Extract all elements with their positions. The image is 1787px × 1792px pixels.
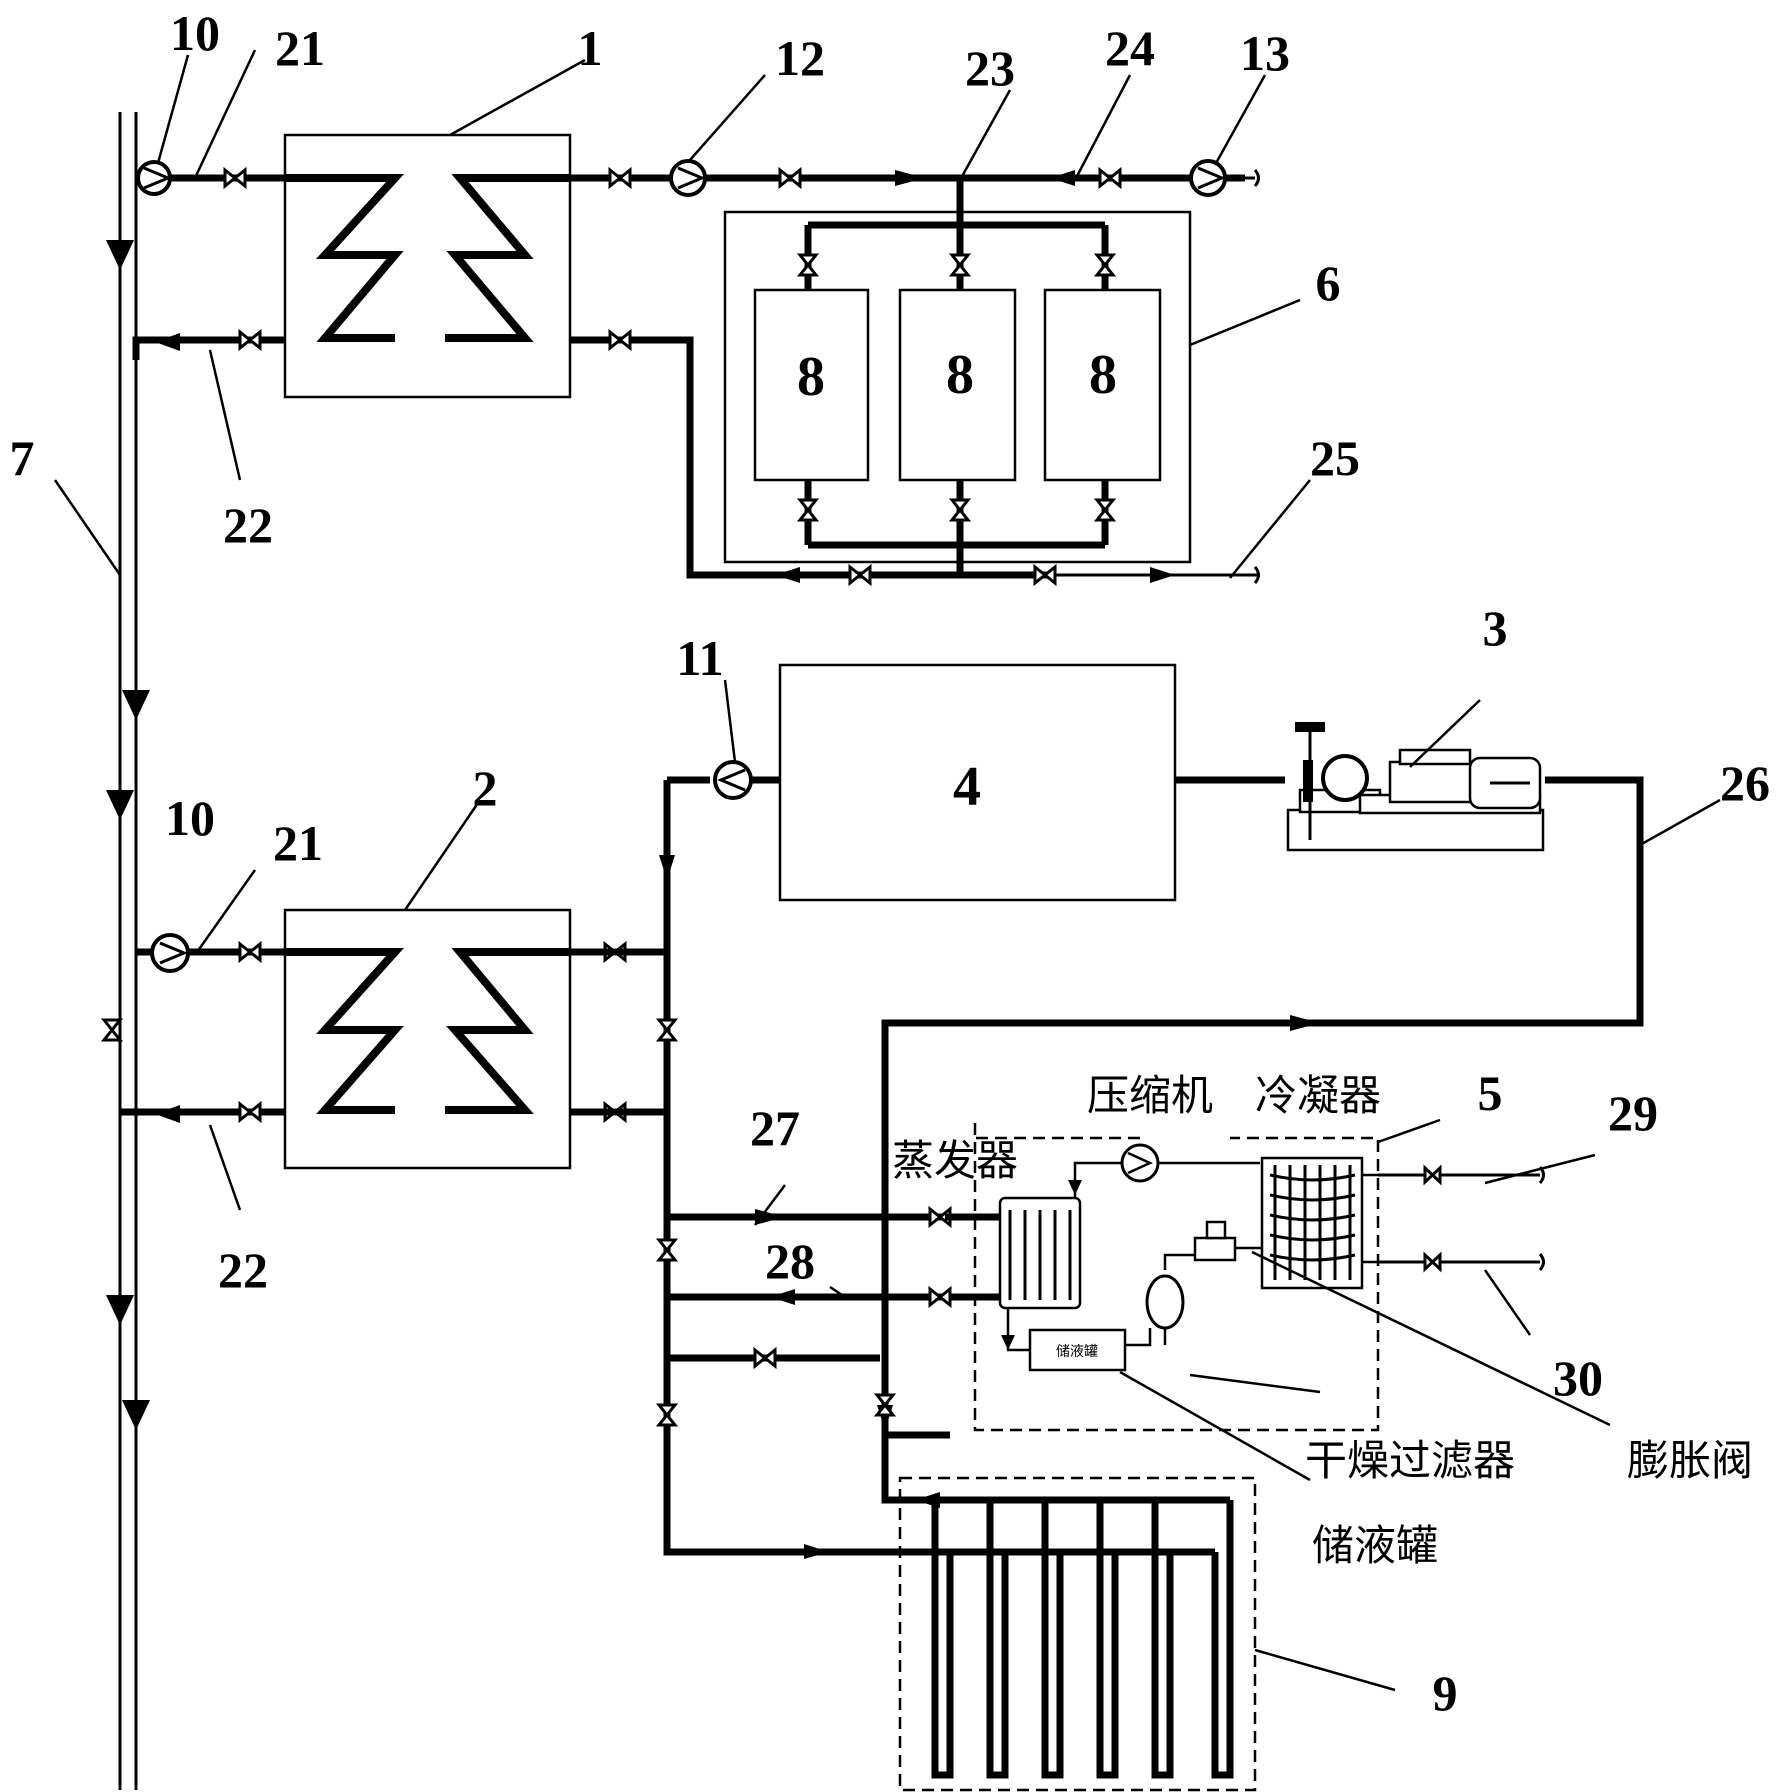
box-4: 4: [778, 663, 1177, 902]
label-22-top: 22: [223, 497, 273, 553]
label-21-bottom: 21: [273, 815, 323, 871]
outlet-tail-13: [1225, 169, 1260, 187]
heat-exchanger-1: [283, 133, 572, 399]
label-26: 26: [1720, 755, 1770, 811]
label-compressor: 压缩机: [1087, 1071, 1213, 1120]
receiver-tank: 储液罐: [1001, 1308, 1152, 1372]
outlet-tail-25: [1253, 566, 1260, 584]
label-13: 13: [1240, 25, 1290, 81]
label-expansion-valve: 膨胀阀: [1627, 1436, 1753, 1485]
label-27: 27: [750, 1100, 800, 1156]
module-8-b: [898, 288, 1017, 482]
condenser: [1260, 1156, 1430, 1290]
module-8-c-label: 8: [1089, 344, 1117, 406]
cabinet-6: 8 8 8: [723, 178, 1192, 575]
outlet-29-30: [1378, 1164, 1545, 1273]
hx1-supply-pipe: [132, 174, 285, 360]
valve-hx1-in: [223, 166, 247, 190]
label-10-bottom: 10: [165, 790, 215, 846]
label-22-bottom: 22: [218, 1242, 268, 1298]
unit-3-pump-motor: [873, 722, 1644, 1439]
hx2-secondary-manifold: [570, 776, 960, 1559]
valves-top-line: [608, 166, 1122, 587]
module-8-a-label: 8: [797, 346, 825, 408]
module-8-a: [753, 288, 870, 482]
number-labels: 10 21 1 12 23 24 13 6 7 25 22 3 11 2 26 …: [10, 5, 1771, 1721]
expansion-valve: [1163, 1220, 1262, 1270]
pump-12: [669, 159, 707, 197]
valve-return-9: [873, 1393, 897, 1417]
pump-10-bottom: [150, 933, 190, 973]
label-25: 25: [1310, 430, 1360, 486]
valve-riser: [100, 1018, 124, 1042]
label-3: 3: [1483, 600, 1508, 656]
evaporator: [945, 1196, 1082, 1310]
main-riser-pipe: [106, 112, 150, 1790]
label-29: 29: [1608, 1085, 1658, 1141]
component-labels: 压缩机 冷凝器 蒸发器 干燥过滤器 膨胀阀 储液罐: [892, 1071, 1753, 1570]
label-11: 11: [676, 630, 723, 686]
label-21-top: 21: [275, 20, 325, 76]
label-10-top: 10: [170, 5, 220, 61]
label-1: 1: [578, 20, 603, 76]
label-evaporator: 蒸发器: [892, 1136, 1018, 1185]
label-30: 30: [1553, 1350, 1603, 1406]
label-23: 23: [965, 40, 1015, 96]
pump-13: [1189, 159, 1227, 197]
valves-hx2: [238, 940, 627, 1124]
module-8-b-label: 8: [946, 344, 974, 406]
pump-10-top: [136, 160, 172, 196]
label-2: 2: [473, 760, 498, 816]
box-4-label: 4: [953, 756, 981, 818]
pump-11: [713, 760, 780, 800]
label-condenser: 冷凝器: [1255, 1071, 1381, 1120]
valve-hx1-out: [238, 328, 262, 352]
receiver-small-label: 储液罐: [1056, 1344, 1098, 1360]
heat-exchanger-2: [283, 908, 572, 1170]
label-9: 9: [1433, 1665, 1458, 1721]
label-28: 28: [765, 1233, 815, 1289]
label-receiver: 储液罐: [1312, 1521, 1438, 1570]
cabinet-valves: [796, 253, 1117, 522]
label-24: 24: [1105, 20, 1155, 76]
leader-lines: [53, 49, 1721, 1692]
drier-filter: [1145, 1274, 1185, 1345]
manifold-valves: [655, 1018, 952, 1427]
compressor: [1068, 1143, 1260, 1198]
label-12: 12: [775, 30, 825, 86]
label-drier-filter: 干燥过滤器: [1305, 1436, 1515, 1485]
label-6: 6: [1316, 255, 1341, 311]
ground-heat-exchanger-9: [830, 1435, 1257, 1792]
label-5: 5: [1478, 1065, 1503, 1121]
module-8-c: [1043, 288, 1162, 482]
u-tubes: [931, 1500, 1234, 1779]
hx2-primary-pipes: [120, 948, 285, 1123]
label-7: 7: [10, 430, 35, 486]
heat-pump-unit-5: 储液罐: [945, 1123, 1430, 1432]
